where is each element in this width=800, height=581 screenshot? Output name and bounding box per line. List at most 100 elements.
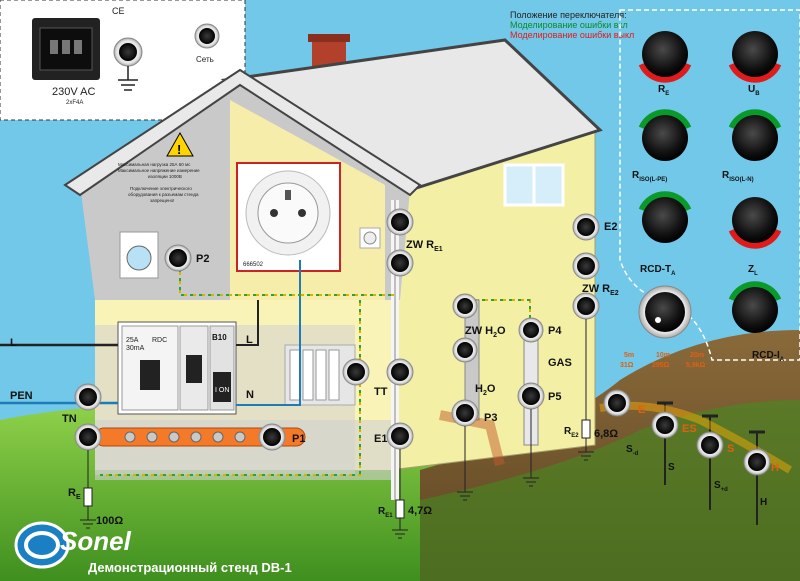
terminal-TN[interactable] bbox=[74, 383, 102, 411]
network-switch[interactable] bbox=[199, 28, 215, 44]
mcb-toggle[interactable] bbox=[213, 372, 231, 402]
switch-UB[interactable]: UB bbox=[728, 31, 782, 97]
breaker-trip: 30mA bbox=[126, 345, 145, 352]
label-E2: E2 bbox=[604, 221, 617, 233]
label-P4: P4 bbox=[548, 325, 562, 337]
switch-ZL[interactable]: ZL bbox=[728, 197, 782, 277]
probe-label-ES: ES bbox=[682, 423, 697, 435]
probe-label-S: S bbox=[727, 443, 734, 455]
mcb-label: B10 bbox=[212, 333, 227, 342]
probe-r3: 5,9kΩ bbox=[686, 362, 706, 369]
terminal-ZW-H2O-top[interactable] bbox=[452, 293, 478, 319]
terminal-ZW-RE2-bottom[interactable] bbox=[572, 292, 600, 320]
probe-d3: 20m bbox=[690, 352, 704, 359]
ce-mark: CE bbox=[112, 6, 125, 16]
terminals-group bbox=[74, 208, 600, 451]
breaker-rating: 25A bbox=[126, 337, 139, 344]
probe-axis-Sd: S-d bbox=[626, 444, 639, 457]
label-RE1-value: 4,7Ω bbox=[408, 505, 432, 517]
switch-RCD-TA[interactable]: RCD-TA bbox=[638, 191, 692, 277]
rcd-toggle[interactable] bbox=[140, 360, 160, 390]
svg-text:UB: UB bbox=[748, 84, 760, 97]
probe-axis-S: S bbox=[668, 462, 675, 473]
label-ZW-RE1: ZW RE1 bbox=[406, 239, 443, 253]
terminal-P2[interactable] bbox=[164, 244, 192, 272]
terminal-E1[interactable] bbox=[386, 422, 414, 450]
label-GAS: GAS bbox=[548, 357, 572, 369]
label-TT: TT bbox=[374, 386, 388, 398]
label-RE: RE bbox=[68, 487, 81, 501]
warning-line5: оборудования к разъемам стенда bbox=[128, 192, 199, 197]
probe-r2: 295Ω bbox=[652, 362, 670, 369]
probe-label-E: E bbox=[638, 404, 645, 416]
svg-text:RISO(L-PE): RISO(L-PE) bbox=[632, 170, 667, 183]
label-L-mid: L bbox=[246, 334, 253, 346]
sonel-logo: Sonel bbox=[14, 521, 132, 569]
label-ZW-RE2: ZW RE2 bbox=[582, 283, 619, 297]
resistor-RE2 bbox=[581, 419, 591, 439]
probe-S[interactable] bbox=[696, 431, 724, 459]
svg-text:RCD-TA: RCD-TA bbox=[640, 264, 676, 277]
label-P1: P1 bbox=[292, 433, 305, 445]
label-RE2: RE2 bbox=[564, 426, 579, 439]
warning-line1: Максимальная нагрузка 25А 60 мс bbox=[118, 162, 191, 167]
switch-RCD-IA[interactable]: RCD-IA bbox=[728, 281, 785, 363]
network-label: Сеть bbox=[196, 55, 214, 64]
label-PEN: PEN bbox=[10, 390, 33, 402]
resistor-RE bbox=[83, 487, 93, 507]
probe-r1: 31Ω bbox=[620, 362, 634, 369]
terminal-E2[interactable] bbox=[572, 213, 600, 241]
terminal-ZW-H2O-bottom[interactable] bbox=[452, 337, 478, 363]
label-RE-value: 100Ω bbox=[96, 515, 123, 527]
probe-d1: 5m bbox=[624, 352, 634, 359]
label-P2: P2 bbox=[196, 253, 209, 265]
svg-text:RISO(L-N): RISO(L-N) bbox=[722, 170, 754, 183]
rcd-test-toggle[interactable] bbox=[186, 355, 202, 383]
probe-axis-H: H bbox=[760, 497, 767, 508]
terminal-P5[interactable] bbox=[517, 382, 545, 410]
socket-code: 666502 bbox=[243, 262, 264, 268]
brand-name: Sonel bbox=[60, 526, 132, 556]
label-P5: P5 bbox=[548, 391, 561, 403]
warning-line4: Подключение электрического bbox=[130, 186, 192, 191]
mcb-state: I ON bbox=[215, 387, 229, 394]
svg-text:RE: RE bbox=[658, 84, 669, 97]
terminal-ZW-RE1-bottom[interactable] bbox=[386, 249, 414, 277]
terminal-ZW-RE2-top[interactable] bbox=[572, 252, 600, 280]
terminal-P1[interactable] bbox=[258, 423, 286, 451]
terminal-ZW-RE1-top[interactable] bbox=[386, 208, 414, 236]
terminal-TT-a[interactable] bbox=[342, 358, 370, 386]
label-RE1: RE1 bbox=[378, 506, 393, 519]
switch-RE[interactable]: RE bbox=[638, 31, 692, 97]
legend-off: Моделирование ошибки выкл bbox=[510, 30, 634, 40]
breaker-model: RDC bbox=[152, 337, 167, 344]
legend-on: Моделирование ошибки вкл bbox=[510, 20, 628, 30]
terminal-TN-PE[interactable] bbox=[74, 423, 102, 451]
switch-RISO-LN[interactable]: RISO(L-N) bbox=[722, 109, 782, 183]
footer-title: Демонстрационный стенд DB-1 bbox=[88, 560, 292, 575]
label-E1: E1 bbox=[374, 433, 387, 445]
terminal-P3[interactable] bbox=[451, 399, 479, 427]
terminal-TT-b[interactable] bbox=[386, 358, 414, 386]
label-N: N bbox=[246, 389, 254, 401]
svg-text:!: ! bbox=[177, 142, 181, 157]
warning-line3: изоляции 1000В bbox=[148, 174, 182, 179]
warning-icon bbox=[166, 131, 194, 157]
ground-terminal[interactable] bbox=[119, 43, 137, 61]
switch-RISO-LPE[interactable]: RISO(L-PE) bbox=[632, 109, 692, 183]
label-H2O: H2O bbox=[475, 383, 496, 397]
label-ZW-H2O: ZW H2O bbox=[465, 325, 506, 339]
warning-line6: запрещено! bbox=[150, 198, 174, 203]
earth-rotary-selector[interactable] bbox=[638, 285, 692, 339]
terminal-P4[interactable] bbox=[518, 317, 544, 343]
probe-axis-Sd2: S+d bbox=[714, 480, 728, 493]
legend-title: Положение переключателя: bbox=[510, 10, 627, 20]
wire-N bbox=[236, 260, 301, 406]
probe-ES[interactable] bbox=[651, 411, 679, 439]
probe-H[interactable] bbox=[743, 448, 771, 476]
voltage-label: 230V AC bbox=[52, 86, 95, 98]
ground-symbol-icon bbox=[118, 66, 138, 91]
probe-E[interactable] bbox=[603, 389, 631, 417]
svg-text:RCD-IA: RCD-IA bbox=[752, 350, 785, 363]
